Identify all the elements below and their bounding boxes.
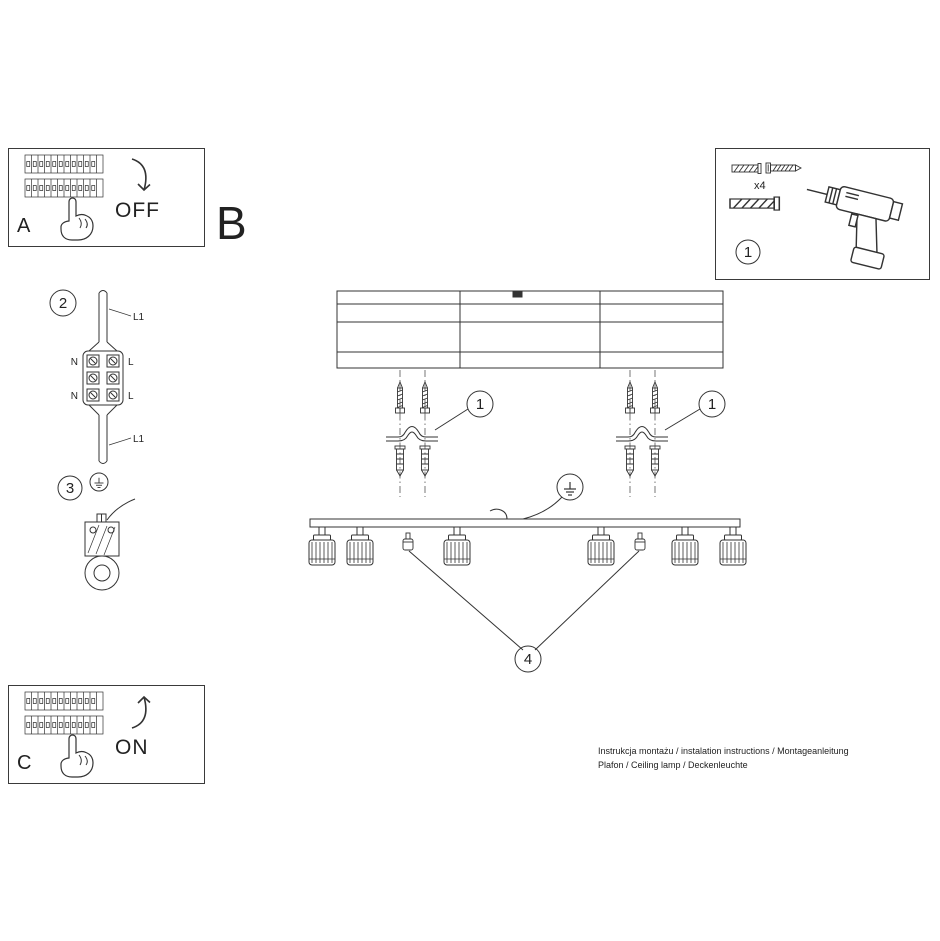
step-a-power-off-panel: A OFF: [8, 148, 205, 247]
spotlight-head: [719, 526, 747, 566]
step-4-number: 4: [524, 651, 532, 668]
callout-1-right: [664, 390, 726, 431]
power-cable-pigtail: [489, 508, 508, 520]
step-1-number-left: 1: [476, 396, 484, 413]
breaker-panel-icon: [25, 692, 103, 734]
step-3-circle: [57, 475, 83, 501]
power-on-illustration: [9, 686, 151, 778]
tools-illustration: x4 1: [729, 162, 904, 272]
step-1-tools-panel: x4 1: [715, 148, 930, 280]
pointing-hand-icon: [60, 734, 94, 778]
footer-text: Instrukcja montażu / instalation instruc…: [598, 744, 849, 772]
off-label: OFF: [115, 199, 160, 222]
cover-cap-icon: [402, 532, 414, 551]
wiring-diagram: 2 N L N L L1: [49, 289, 145, 464]
label-l1-bottom: L1: [133, 434, 145, 445]
wall-plugs: [394, 445, 661, 477]
step-3-number: 3: [66, 480, 74, 497]
quantity-label: x4: [754, 180, 766, 192]
spotlight-heads: [308, 526, 747, 566]
mounting-bracket-left: [385, 426, 439, 442]
step-1-circle: [735, 239, 761, 265]
spotlight-head: [671, 526, 699, 566]
mounting-assembly-diagram: 1 1 4: [308, 290, 747, 673]
cover-cap-icon: [634, 532, 646, 551]
callout-4: [408, 550, 640, 673]
label-l1-top: L1: [133, 312, 145, 323]
section-b-letter: B: [216, 197, 247, 249]
wall-plug-icon: [731, 163, 762, 174]
step-1-number-right: 1: [708, 396, 716, 413]
screw-icon: [765, 162, 802, 174]
panel-c-letter: C: [17, 752, 32, 774]
ground-symbol-badge: [89, 472, 109, 492]
mounting-bracket-right: [615, 426, 669, 442]
ground-icon: [94, 477, 104, 488]
step-1-number: 1: [744, 244, 752, 261]
footer-line-2: Plafon / Ceiling lamp / Deckenleuchte: [598, 760, 748, 770]
spotlight-head: [346, 526, 374, 566]
label-live-top: L: [128, 357, 134, 368]
drill-axis-lines: [399, 370, 656, 497]
pointing-hand-icon: [60, 197, 94, 241]
cable-hole: [512, 291, 523, 298]
grounding-diagram: 3: [57, 472, 136, 591]
label-neutral-top: N: [71, 357, 78, 368]
step-c-power-on-panel: C ON: [8, 685, 205, 784]
long-wall-plug-icon: [729, 196, 781, 211]
step-2-number: 2: [59, 295, 67, 312]
label-live-bottom: L: [128, 391, 134, 402]
ground-clamp: [84, 498, 136, 591]
wire-labels: N L N L L1 L1: [71, 308, 145, 446]
step-2-circle: [49, 289, 77, 317]
ground-callout: [522, 473, 584, 520]
callout-1-left: [434, 390, 494, 431]
lamp-bar: [309, 518, 741, 528]
terminal-block: [82, 350, 124, 406]
drill-icon: [791, 177, 904, 272]
mains-cable: [88, 290, 118, 464]
turn-off-arrow-icon: [131, 158, 151, 191]
power-off-illustration: [9, 149, 151, 241]
turn-on-arrow-icon: [131, 696, 151, 729]
ground-icon: [563, 481, 577, 496]
label-neutral-bottom: N: [71, 391, 78, 402]
spotlight-head: [308, 526, 336, 566]
footer-line-1: Instrukcja montażu / instalation instruc…: [598, 746, 849, 756]
spotlight-head: [587, 526, 615, 566]
ceiling-panels: [336, 290, 724, 369]
breaker-panel-icon: [25, 155, 103, 197]
mounting-screws: [395, 381, 660, 414]
spotlight-head: [443, 526, 471, 566]
panel-a-letter: A: [17, 215, 31, 237]
on-label: ON: [115, 736, 149, 759]
